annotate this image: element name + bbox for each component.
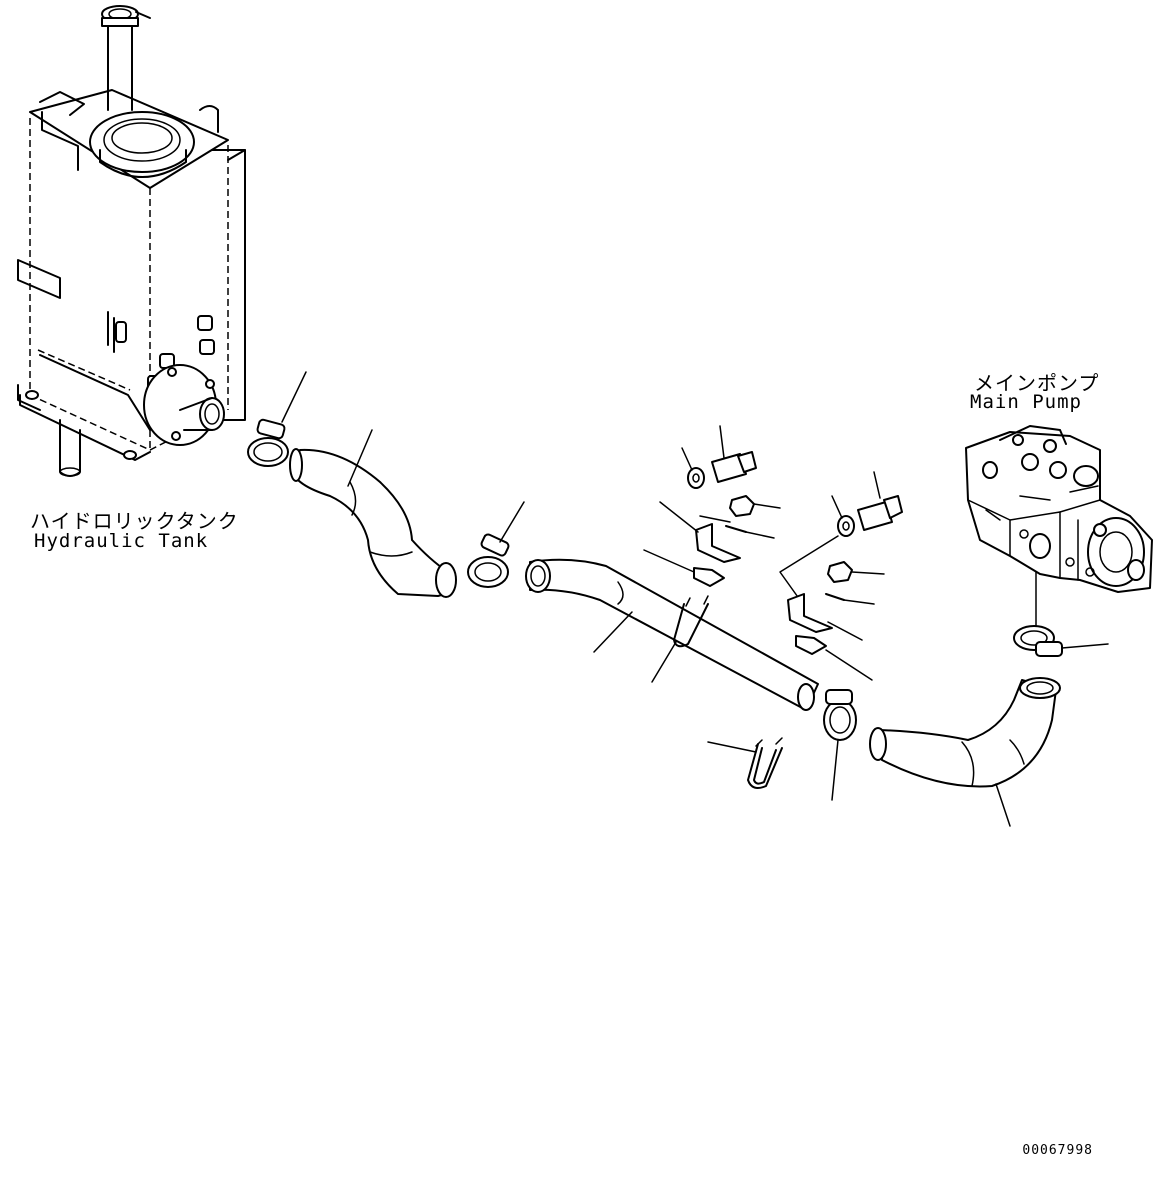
main-pump-label-jp: メインポンプ xyxy=(974,371,1100,395)
hydraulic-tank-label-jp: ハイドロリックタンク xyxy=(30,509,239,533)
u-bolt-1 xyxy=(651,595,709,683)
washer-1 xyxy=(681,447,705,489)
hose-clamp-3 xyxy=(823,689,857,801)
rubber-hose-1 xyxy=(289,429,457,598)
nut-1 xyxy=(729,495,781,517)
hydraulic-tank xyxy=(17,5,246,477)
tank-suction-flange xyxy=(143,364,225,446)
hose-clamp-2 xyxy=(467,501,525,588)
clamp-block-1 xyxy=(643,549,725,587)
main-pump-label-en: Main Pump xyxy=(970,391,1082,413)
steel-tube xyxy=(525,558,819,711)
mounting-hardware-group-2 xyxy=(779,471,903,681)
spring-washer-1 xyxy=(725,525,775,539)
mounting-hardware-group-1 xyxy=(643,425,781,587)
tank-filler-neck xyxy=(101,5,151,111)
bracket-2 xyxy=(787,593,863,641)
hydraulic-tank-label-en: Hydraulic Tank xyxy=(34,530,209,552)
nut-2 xyxy=(827,561,885,583)
bolt-2 xyxy=(857,471,903,531)
bolt-1 xyxy=(711,425,757,483)
hose-clamp-1 xyxy=(247,371,307,467)
main-pump xyxy=(965,425,1153,593)
spring-washer-2 xyxy=(825,593,875,605)
rubber-hose-2 xyxy=(869,677,1061,827)
u-bolt-2 xyxy=(707,737,783,789)
bracket-1 xyxy=(659,501,741,563)
document-number: 00067998 xyxy=(1022,1143,1093,1158)
clamp-block-2 xyxy=(795,635,873,681)
washer-2 xyxy=(779,495,855,601)
